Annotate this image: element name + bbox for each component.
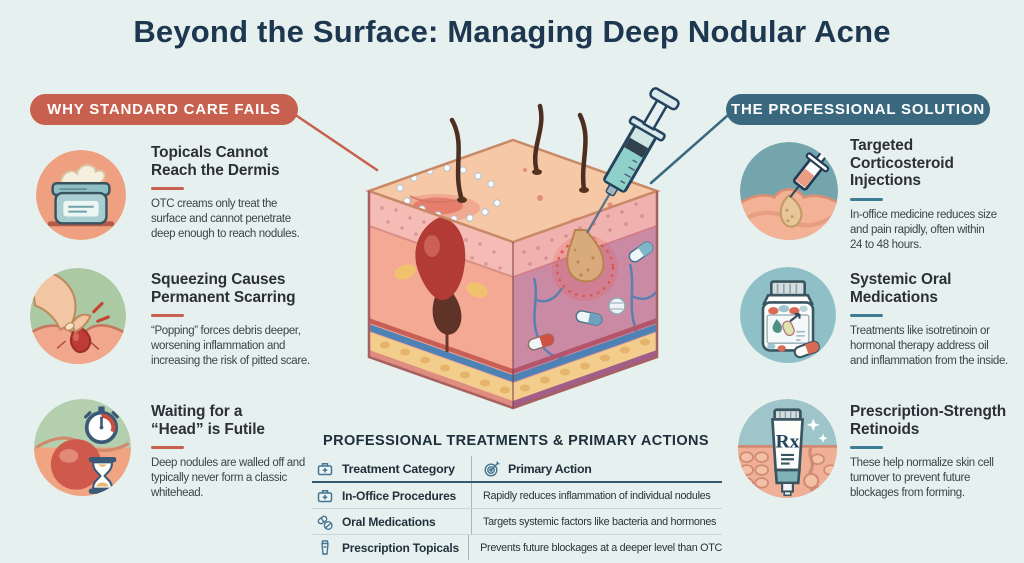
- stopwatch-hourglass-icon: [34, 399, 131, 496]
- rx-tube-icon: Rx: [738, 399, 837, 498]
- cube-left-face: [369, 191, 513, 408]
- column-label: Primary Action: [508, 461, 592, 476]
- cream-jar-icon: [36, 150, 126, 240]
- left-badge-label: WHY STANDARD CARE FAILS: [47, 101, 281, 118]
- treatments-table: Treatment Category Primary Action: [312, 456, 722, 560]
- item-body: In-office medicine reduces size and pain…: [850, 209, 997, 251]
- category-label: Oral Medications: [342, 514, 436, 529]
- table-header-row: Treatment Category Primary Action: [312, 456, 722, 483]
- ointment-tube-icon: [316, 539, 334, 557]
- item-title: Squeezing Causes Permanent Scarring: [151, 271, 296, 306]
- divider: [850, 446, 883, 450]
- syringe-icon: [585, 87, 680, 234]
- item-title: Prescription-Strength Retinoids: [850, 403, 1007, 438]
- hourglass-icon: [88, 456, 117, 494]
- cube-right-face: [513, 191, 657, 408]
- table-row: Oral Medications Targets systemic factor…: [312, 508, 722, 534]
- table-heading: PROFESSIONAL TREATMENTS & PRIMARY ACTION…: [323, 433, 709, 449]
- right-connector-line: [649, 114, 729, 185]
- column-label: Treatment Category: [342, 461, 455, 476]
- left-item-topicals: Topicals Cannot Reach the Dermis OTC cre…: [151, 144, 323, 242]
- category-label: Prescription Topicals: [342, 540, 459, 555]
- pills-icon: [316, 513, 334, 531]
- cell-category: Oral Medications: [312, 509, 472, 534]
- table-row: In-Office Procedures Rapidly reduces inf…: [312, 483, 722, 508]
- item-body: Treatments like isotretinoin or hormonal…: [850, 325, 1008, 367]
- divider: [151, 187, 184, 191]
- first-aid-kit-icon: [316, 487, 334, 505]
- item-body: Deep nodules are walled off and typicall…: [151, 457, 305, 499]
- stopwatch-icon: [84, 406, 119, 445]
- deep-nodule: [394, 217, 488, 352]
- cell-action: Rapidly reduces inflammation of individu…: [483, 489, 711, 502]
- item-body: OTC creams only treat the surface and ca…: [151, 198, 300, 240]
- item-title: Waiting for a “Head” is Futile: [151, 403, 265, 438]
- item-body: “Popping” forces debris deeper, worsenin…: [151, 325, 310, 367]
- cell-category: In-Office Procedures: [312, 483, 472, 508]
- injected-nodule: [552, 229, 618, 301]
- right-badge-label: THE PROFESSIONAL SOLUTION: [731, 101, 985, 118]
- blood-vessels: [532, 263, 657, 359]
- left-item-waiting: Waiting for a “Head” is Futile Deep nodu…: [151, 403, 323, 501]
- item-title: Systemic Oral Medications: [850, 271, 952, 306]
- syringe-injection-icon: [740, 142, 838, 240]
- svg-text:Rx: Rx: [776, 431, 800, 452]
- left-item-squeezing: Squeezing Causes Permanent Scarring “Pop…: [151, 271, 323, 369]
- header-cell-action: Primary Action: [472, 456, 722, 481]
- hairs: [449, 103, 588, 203]
- right-item-retinoids: Prescription-Strength Retinoids These he…: [850, 403, 1024, 501]
- divider: [151, 314, 184, 318]
- category-label: In-Office Procedures: [342, 488, 457, 503]
- cube-outline: [367, 191, 659, 410]
- divider: [850, 314, 883, 318]
- right-item-injections: Targeted Corticosteroid Injections In-of…: [850, 137, 1024, 252]
- right-item-oral-medications: Systemic Oral Medications Treatments lik…: [850, 271, 1024, 369]
- oral-medication-pills: [527, 241, 654, 351]
- item-body: These help normalize skin cell turnover …: [850, 457, 994, 499]
- cell-category: Prescription Topicals: [312, 535, 470, 560]
- left-section-badge: WHY STANDARD CARE FAILS: [30, 94, 298, 125]
- target-icon: [483, 460, 501, 478]
- pill-bottle-icon: [740, 267, 836, 363]
- divider: [850, 198, 883, 202]
- surface-dots: [396, 164, 501, 223]
- item-title: Topicals Cannot Reach the Dermis: [151, 144, 280, 179]
- cube-top-face: [365, 138, 661, 244]
- table-row: Prescription Topicals Prevents future bl…: [312, 534, 722, 560]
- page-title: Beyond the Surface: Managing Deep Nodula…: [133, 14, 891, 49]
- cell-action: Targets systemic factors like bacteria a…: [483, 515, 717, 528]
- divider: [151, 446, 184, 450]
- right-section-badge: THE PROFESSIONAL SOLUTION: [726, 94, 990, 125]
- item-title: Targeted Corticosteroid Injections: [850, 137, 954, 190]
- first-aid-kit-icon: [316, 460, 334, 478]
- header-cell-category: Treatment Category: [312, 456, 472, 481]
- pimple-squeeze-icon: [30, 268, 126, 364]
- cell-action: Prevents future blockages at a deeper le…: [480, 541, 722, 554]
